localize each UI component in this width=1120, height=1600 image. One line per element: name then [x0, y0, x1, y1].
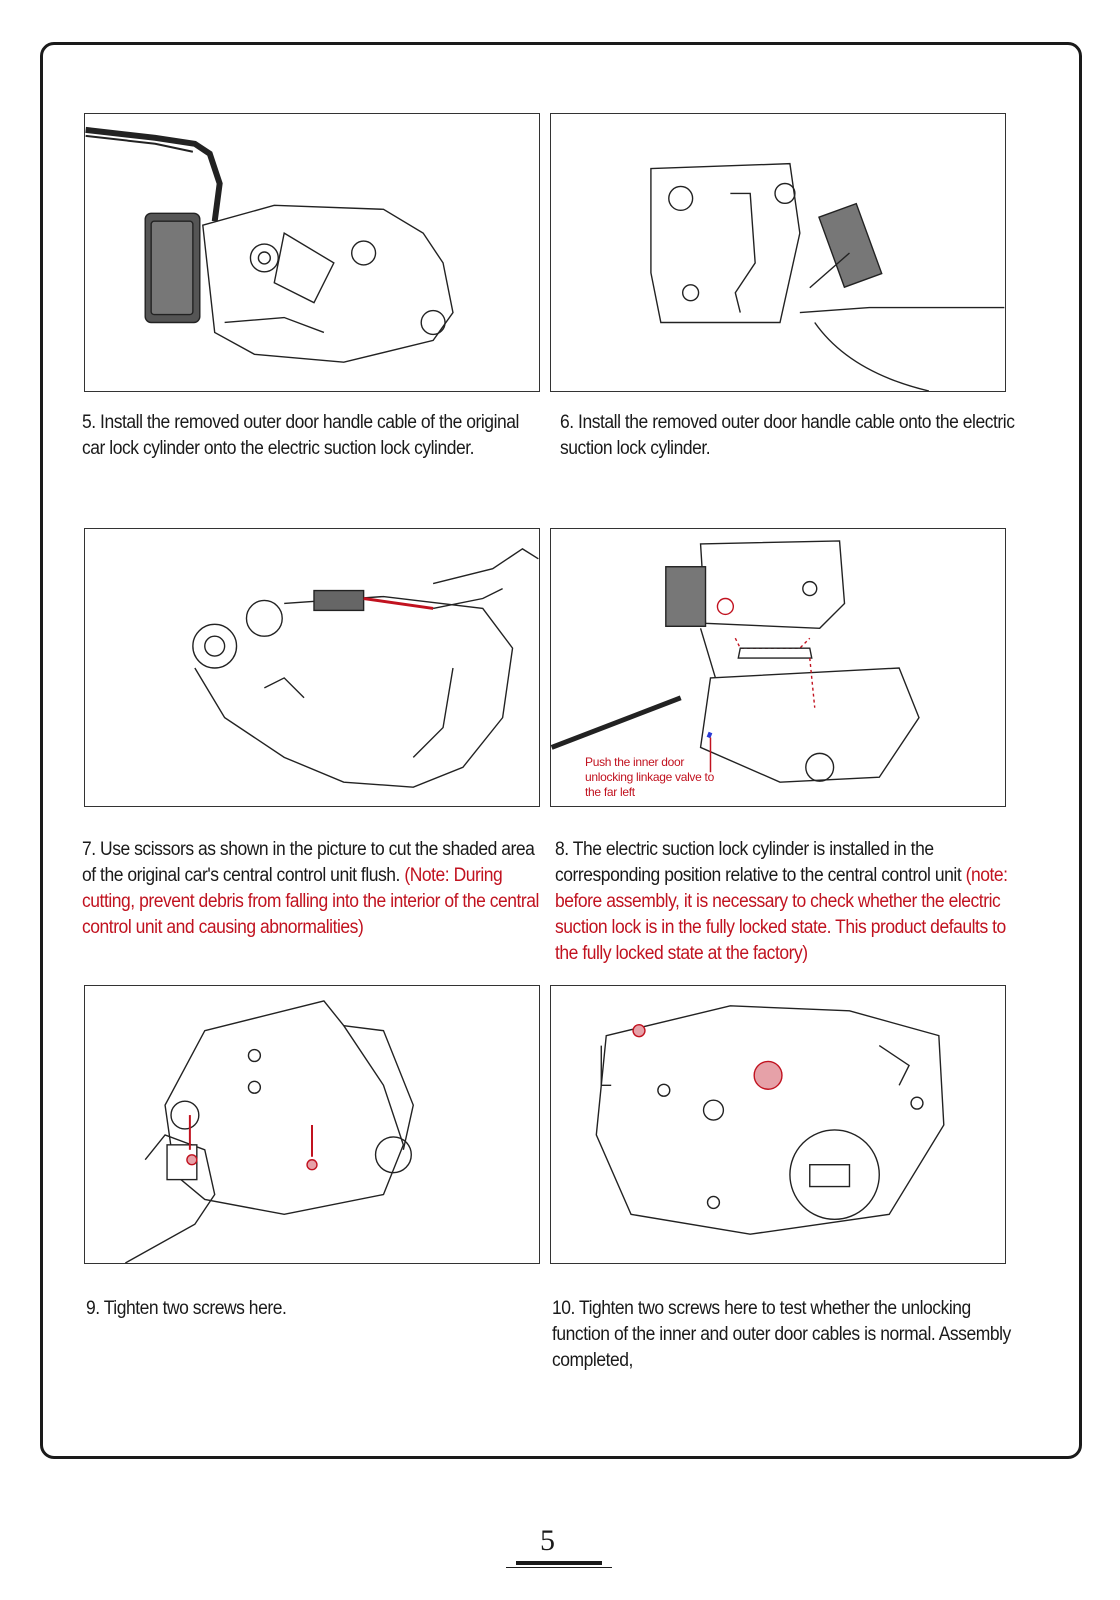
step-8-illustration: Push the inner door unlocking linkage va… [550, 528, 1006, 807]
step-7-text: 7. Use scissors as shown in the picture … [82, 839, 535, 886]
step-9-caption: 9. Tighten two screws here. [86, 1296, 546, 1322]
step-8-text: 8. The electric suction lock cylinder is… [555, 839, 962, 886]
page-number-underline-thin [506, 1567, 612, 1568]
step-7-note: (Note: During cutting, prevent debris fr… [82, 865, 539, 938]
step-5-illustration [84, 113, 540, 392]
step-7-caption: 7. Use scissors as shown in the picture … [82, 837, 547, 941]
step-8-callout: Push the inner door unlocking linkage va… [585, 755, 714, 799]
step-5-caption: 5. Install the removed outer door handle… [82, 410, 542, 462]
step-6-illustration [550, 113, 1006, 392]
step-7-illustration [84, 528, 540, 807]
step-8-caption: 8. The electric suction lock cylinder is… [555, 837, 1024, 967]
page-number: 5 [540, 1524, 555, 1557]
step-8-note: (note: before assembly, it is necessary … [555, 865, 1008, 964]
step-10-text: 10. Tighten two screws here to test whet… [552, 1298, 1011, 1371]
step-6-caption: 6. Install the removed outer door handle… [560, 410, 1020, 462]
page-number-underline [516, 1561, 602, 1565]
step-10-illustration [550, 985, 1006, 1264]
page-frame [40, 42, 1082, 1459]
step-5-text: 5. Install the removed outer door handle… [82, 412, 519, 459]
step-9-illustration [84, 985, 540, 1264]
step-10-caption: 10. Tighten two screws here to test whet… [552, 1296, 1023, 1374]
step-9-text: 9. Tighten two screws here. [86, 1298, 287, 1319]
step-6-text: 6. Install the removed outer door handle… [560, 412, 1015, 459]
